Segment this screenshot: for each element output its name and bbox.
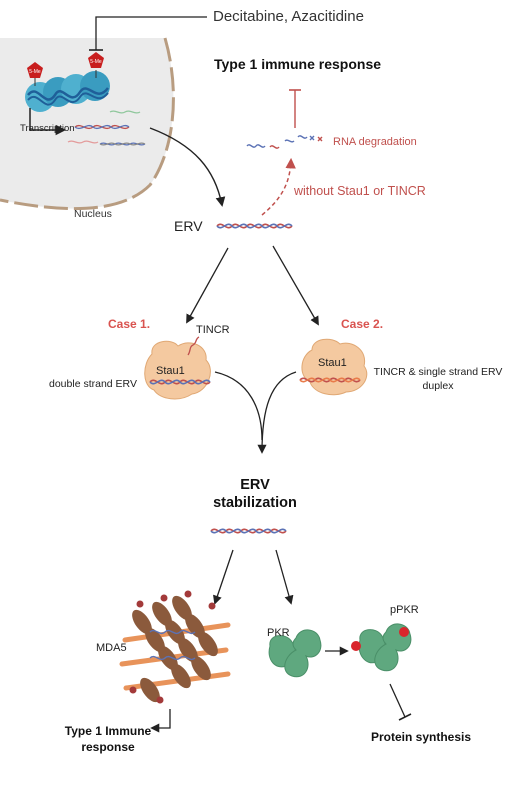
immune-response-title: Type 1 immune response <box>214 56 382 72</box>
tincr-erv-duplex-case2 <box>299 377 361 383</box>
arrow-to-case1 <box>186 247 229 324</box>
protein-synthesis-inhibition <box>389 683 412 721</box>
svg-text:5-Me: 5-Me <box>29 69 41 75</box>
protein-synthesis-label: Protein synthesis <box>371 730 472 744</box>
rna-degradation-label: RNA degradation <box>333 136 417 148</box>
converge-arrow-left <box>214 371 263 441</box>
arrow-mda5-to-immune <box>150 709 171 733</box>
degradation-dashed-arrow <box>261 157 296 216</box>
type1-immune-response-label: Type 1 Immune response <box>64 724 152 754</box>
double-strand-erv-case1 <box>149 379 211 385</box>
chromatin-nucleosomes <box>25 71 110 112</box>
nucleus-label: Nucleus <box>74 208 112 220</box>
transcription-label: Transcription <box>20 123 75 134</box>
pkr-label: PKR <box>267 627 290 639</box>
nucleus-shape <box>0 37 175 211</box>
transcription-arrow <box>29 108 67 136</box>
nascent-rna-transcripts <box>67 110 146 146</box>
methylation-mark-1: 5-Me <box>27 62 43 86</box>
mda5-filament <box>119 590 231 704</box>
stau1-label-case2: Stau1 <box>318 357 347 369</box>
erv-stabilization-label: ERV stabilization <box>213 477 297 512</box>
methylation-mark-2: 5-Me <box>88 52 104 78</box>
export-arrow <box>149 127 226 207</box>
arrow-to-pkr <box>275 549 294 605</box>
pkr-dimer <box>268 629 322 678</box>
ppkr-dimer <box>351 623 412 672</box>
converge-arrow-right <box>257 371 297 454</box>
degraded-rna-fragments <box>246 135 323 149</box>
mda5-label: MDA5 <box>96 642 127 654</box>
drug-label: Decitabine, Azacitidine <box>213 8 364 25</box>
ppkr-label: pPKR <box>390 604 419 616</box>
stabilized-erv-duplex <box>210 528 287 534</box>
tincr-rna-case1 <box>187 336 200 356</box>
tincr-label: TINCR <box>196 324 230 336</box>
stau1-label-case1: Stau1 <box>156 365 185 377</box>
drug-inhibition-arrow <box>89 16 207 51</box>
svg-text:5-Me: 5-Me <box>90 59 102 65</box>
arrow-to-case2 <box>272 245 319 326</box>
rna-degradation-inhibition <box>289 89 301 128</box>
case2-label: Case 2. <box>341 317 384 331</box>
tincr-duplex-label: TINCR & single strand ERV duplex <box>373 366 503 392</box>
phospho-group-1 <box>351 641 361 651</box>
case1-label: Case 1. <box>108 317 151 331</box>
double-strand-erv-label: double strand ERV <box>49 378 137 390</box>
phospho-group-2 <box>399 627 409 637</box>
erv-label: ERV <box>174 218 203 234</box>
arrow-to-mda5 <box>213 549 234 605</box>
erv-rna-duplex <box>216 223 293 229</box>
without-stau1-label: without Stau1 or TINCR <box>294 184 426 198</box>
